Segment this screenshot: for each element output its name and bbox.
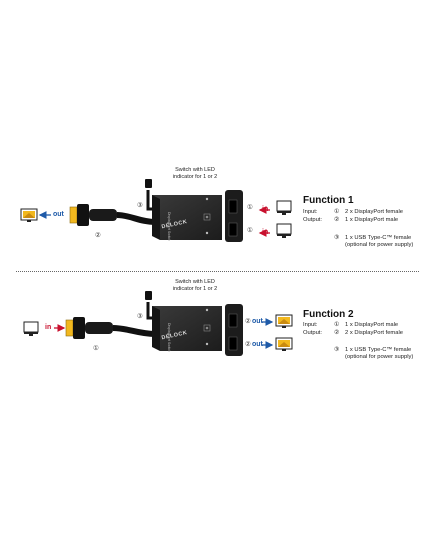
function2-input: Input: ① 1 x DisplayPort male — [303, 322, 423, 330]
power-num: ③ — [334, 347, 340, 353]
function1-output: Output: ② 1 x DisplayPort male — [303, 217, 423, 225]
switch-caption-2: Switch with LED indicator for 1 or 2 — [160, 279, 230, 292]
cable-num: ② — [95, 232, 101, 239]
ports-panel — [225, 190, 243, 242]
dp-connector — [69, 204, 117, 226]
port-num-top: ① — [247, 204, 253, 211]
function2-output: Output: ② 2 x DisplayPort female — [303, 330, 423, 338]
power-num: ③ — [334, 235, 340, 241]
power-note: (optional for power supply) — [345, 354, 414, 360]
input-value: 2 x DisplayPort female — [345, 209, 403, 215]
usb-c-plug-2 — [145, 291, 152, 300]
device-text-2: DisplayPort Switch — [167, 323, 171, 353]
dp-cable — [116, 212, 156, 225]
function1-input: Input: ① 2 x DisplayPort female — [303, 209, 423, 217]
output-value: 2 x DisplayPort female — [345, 330, 403, 336]
function1-title: Function 1 — [303, 195, 354, 206]
input-num: ① — [334, 209, 340, 215]
in-label-top: in — [262, 206, 269, 213]
out-label-bottom: out — [252, 341, 263, 348]
input-num: ① — [334, 322, 340, 328]
port-num-bottom: ① — [247, 227, 253, 234]
input-label: Input: — [303, 322, 318, 328]
dp-connector-2 — [65, 317, 113, 339]
in-label: in — [45, 324, 52, 331]
power-value: 1 x USB Type-C™ female — [345, 235, 412, 241]
pc-icon-bottom — [276, 223, 292, 238]
output-value: 1 x DisplayPort male — [345, 217, 399, 223]
section-divider — [16, 271, 419, 272]
input-label: Input: — [303, 209, 318, 215]
monitor-icon — [20, 208, 38, 222]
caption-line1: Switch with LED — [175, 167, 215, 173]
device-text: DisplayPort Switch — [167, 212, 171, 242]
power-value: 1 x USB Type-C™ female — [345, 347, 412, 353]
switch-caption: Switch with LED indicator for 1 or 2 — [160, 167, 230, 180]
cable-num-2: ① — [93, 345, 99, 352]
switch-device — [152, 195, 222, 240]
usb-c-plug — [145, 179, 152, 188]
output-num: ② — [334, 217, 340, 223]
pc-icon-top — [276, 200, 292, 215]
monitor-icon-bottom — [275, 337, 293, 351]
out-label-top: out — [252, 318, 263, 325]
section1-graphics — [20, 179, 292, 242]
usb-num: ③ — [137, 202, 143, 209]
dp-cable-2 — [112, 325, 156, 337]
usb-num-2: ③ — [137, 313, 143, 320]
port-num-bottom-2: ② — [245, 341, 251, 348]
output-num: ② — [334, 330, 340, 336]
function1-power: ③ 1 x USB Type-C™ female (optional for p… — [303, 235, 423, 251]
input-value: 1 x DisplayPort male — [345, 322, 399, 328]
function2-title: Function 2 — [303, 309, 354, 320]
ports-panel-2 — [225, 304, 243, 356]
output-label: Output: — [303, 330, 323, 336]
in-label-bottom: in — [262, 229, 269, 236]
monitor-icon-top — [275, 314, 293, 328]
power-note: (optional for power supply) — [345, 242, 414, 248]
caption-line1: Switch with LED — [175, 279, 215, 285]
section2-graphics — [23, 291, 293, 356]
out-label: out — [53, 211, 64, 218]
output-label: Output: — [303, 217, 323, 223]
pc-icon-left — [23, 321, 39, 336]
function2-power: ③ 1 x USB Type-C™ female (optional for p… — [303, 347, 423, 363]
port-num-top-2: ② — [245, 318, 251, 325]
switch-device-2 — [152, 306, 222, 351]
caption-line2: indicator for 1 or 2 — [172, 285, 218, 292]
caption-line2: indicator for 1 or 2 — [172, 173, 218, 180]
